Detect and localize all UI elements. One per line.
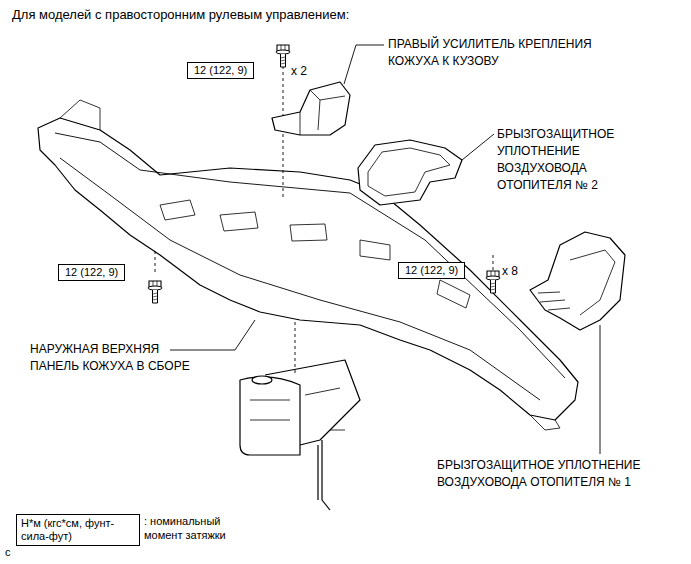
reservoir-detail (250, 388, 345, 430)
leader-line (170, 45, 600, 454)
torque-spec-box: 12 (122, 9) (58, 264, 125, 281)
splash-seal-2 (358, 140, 462, 205)
bolt (486, 271, 500, 293)
torque-value: 12 (122, 9) (405, 264, 458, 277)
seal-inner (368, 148, 450, 196)
washer-reservoir (240, 377, 300, 455)
seal-teeth (538, 250, 615, 315)
torque-value: 12 (122, 9) (65, 266, 118, 279)
bracket-fold (300, 90, 345, 135)
title: Для моделей с правосторонним рулевым упр… (12, 6, 349, 23)
panel-slot (160, 200, 470, 308)
bolt (148, 281, 162, 303)
part-name: БРЫЗГОЗАЩИТНОЕ УПЛОТНЕНИЕ ВОЗДУХОВОДА ОТ… (437, 457, 682, 491)
quantity: x 2 (291, 63, 307, 80)
part-name: БРЫЗГОЗАЩИТНОЕ УПЛОТНЕНИЕ ВОЗДУХОВОДА ОТ… (497, 126, 637, 194)
reservoir-pipe (318, 440, 330, 510)
figure-code: c (5, 544, 11, 561)
assembly-line (155, 66, 493, 376)
legend-description: : номинальный момент затяжки (144, 514, 256, 542)
quantity: x 8 (502, 263, 518, 280)
torque-spec-box: 12 (122, 9) (398, 262, 465, 279)
legend-text: Н*м (кгс*см, фунт-сила-фут) (21, 517, 135, 543)
reinforcement-bracket (272, 82, 350, 135)
splash-seal-1 (530, 232, 625, 330)
legend-box: Н*м (кгс*см, фунт-сила-фут) (16, 514, 140, 546)
part-name: ПРАВЫЙ УСИЛИТЕЛЬ КРЕПЛЕНИЯ КОЖУХА К КУЗО… (388, 36, 624, 70)
part-name: НАРУЖНАЯ ВЕРХНЯЯ ПАНЕЛЬ КОЖУХА В СБОРЕ (30, 341, 202, 375)
panel-ridge (55, 133, 565, 378)
torque-spec-box: 12 (122, 9) (187, 62, 254, 79)
reservoir-cap (252, 376, 272, 384)
bolt (276, 45, 290, 67)
torque-value: 12 (122, 9) (194, 64, 247, 77)
